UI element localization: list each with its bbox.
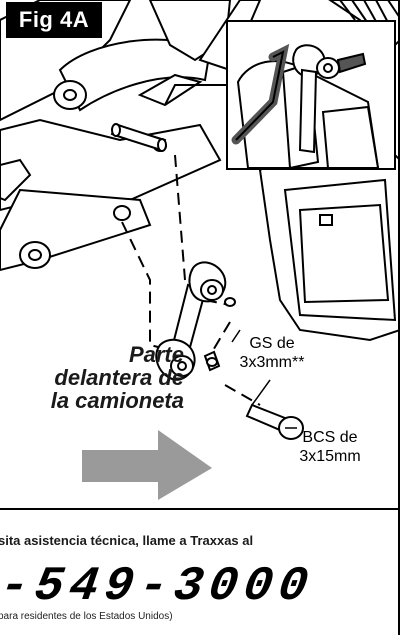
detail-inset: [226, 20, 396, 170]
truck-front-label-line-1: Parte: [128, 342, 184, 367]
page-border: [398, 510, 400, 635]
grub-screw-label-line-1: GS de: [249, 335, 295, 352]
support-phone-number: -549-3000: [0, 560, 318, 614]
grub-screw-label-line-2: 3x3mm**: [239, 354, 305, 371]
figure-tag: Fig 4A: [6, 2, 102, 38]
cap-screw-label-line-1: BCS de: [302, 429, 358, 446]
figure-panel: Fig 4A Parte delantera de la camioneta G…: [0, 0, 400, 510]
front-direction-arrow: [82, 430, 212, 500]
detail-inset-drawing: [231, 43, 380, 168]
support-phone-note: para residentes de los Estados Unidos): [0, 611, 173, 622]
support-text: sita asistencia técnica, llame a Traxxas…: [0, 533, 254, 548]
truck-front-label: Parte delantera de la camioneta: [34, 343, 184, 412]
grub-screw-label: GS de 3x3mm**: [232, 334, 312, 372]
truck-front-label-line-3: la camioneta: [50, 388, 184, 413]
cap-screw-label: BCS de 3x15mm: [290, 428, 370, 466]
cap-screw-label-line-2: 3x15mm: [299, 448, 361, 465]
assembly-illustration: [0, 0, 398, 500]
truck-front-label-line-2: delantera de: [54, 365, 184, 390]
